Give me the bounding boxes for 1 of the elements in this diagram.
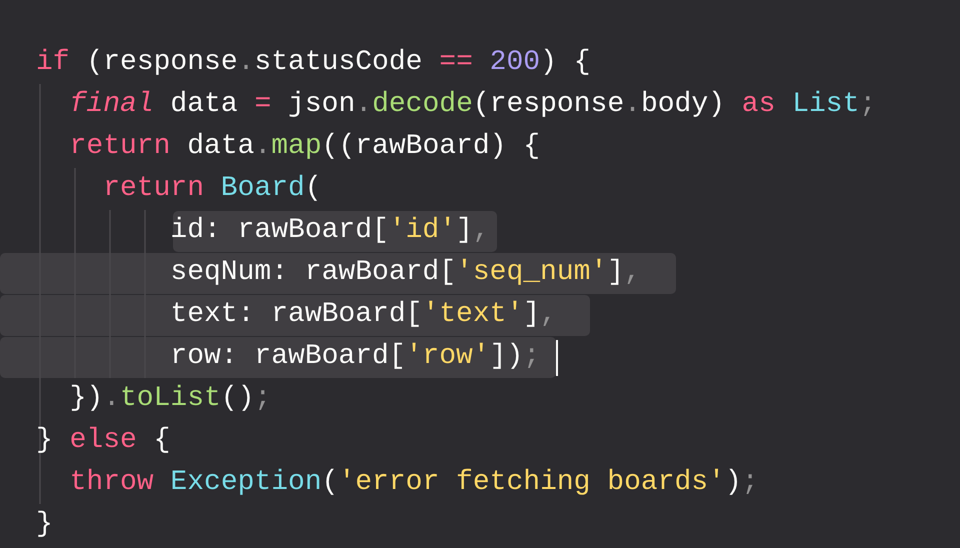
code-line: final data = json.decode(response.body) as List; [70, 88, 876, 122]
